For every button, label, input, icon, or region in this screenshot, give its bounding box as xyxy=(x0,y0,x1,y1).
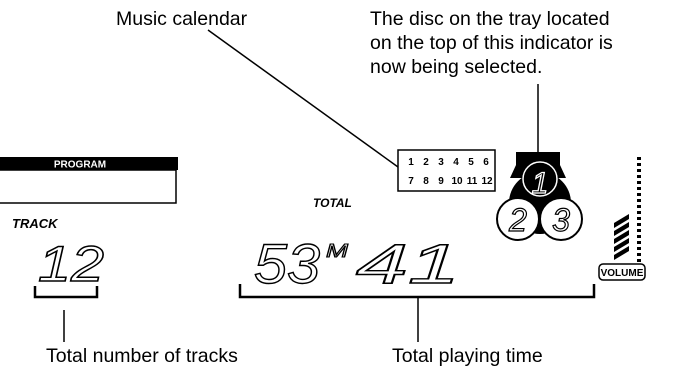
disc-selected-caption-line3: now being selected. xyxy=(370,56,543,78)
calendar-number: 9 xyxy=(438,176,444,187)
program-box xyxy=(0,169,177,204)
disc-selected-caption-line2: on the top of this indicator is xyxy=(370,32,613,54)
total-tracks-caption: Total number of tracks xyxy=(46,345,238,367)
time-minutes: 53 xyxy=(254,232,320,295)
calendar-number: 5 xyxy=(468,157,474,168)
time-minutes-unit: M xyxy=(326,241,348,261)
time-bracket xyxy=(238,284,596,299)
calendar-number: 8 xyxy=(423,176,429,187)
disc-marker xyxy=(516,152,560,165)
total-label: TOTAL xyxy=(313,196,352,210)
calendar-number: 7 xyxy=(408,176,414,187)
calendar-number: 11 xyxy=(467,176,478,187)
calendar-number: 2 xyxy=(423,157,429,168)
music-calendar-leader xyxy=(207,29,399,168)
calendar-number: 4 xyxy=(453,157,459,168)
calendar-number: 12 xyxy=(481,176,493,187)
music-calendar-box xyxy=(397,149,496,192)
music-calendar-caption: Music calendar xyxy=(116,8,248,30)
program-bar xyxy=(0,157,178,170)
disc-right-number: 3 xyxy=(552,202,570,238)
calendar-number: 3 xyxy=(438,157,444,168)
track-value: 12 xyxy=(38,236,104,292)
disc-selected-number: 1 xyxy=(532,167,549,200)
track-label: TRACK xyxy=(12,216,59,231)
volume-meter xyxy=(614,157,641,262)
disc-indicator: 1 2 3 xyxy=(496,152,583,241)
program-label: PROGRAM xyxy=(54,160,106,171)
calendar-number: 1 xyxy=(408,157,414,168)
calendar-number: 6 xyxy=(483,157,489,168)
disc-selected-caption-line1: The disc on the tray located xyxy=(370,8,610,30)
track-bracket xyxy=(33,286,99,299)
volume-label: VOLUME xyxy=(601,268,644,279)
total-time-caption: Total playing time xyxy=(392,345,543,367)
time-seconds: 41 xyxy=(356,232,460,295)
calendar-number: 10 xyxy=(451,176,463,187)
volume-label-box xyxy=(598,263,646,281)
disc-left-number: 2 xyxy=(508,202,527,238)
